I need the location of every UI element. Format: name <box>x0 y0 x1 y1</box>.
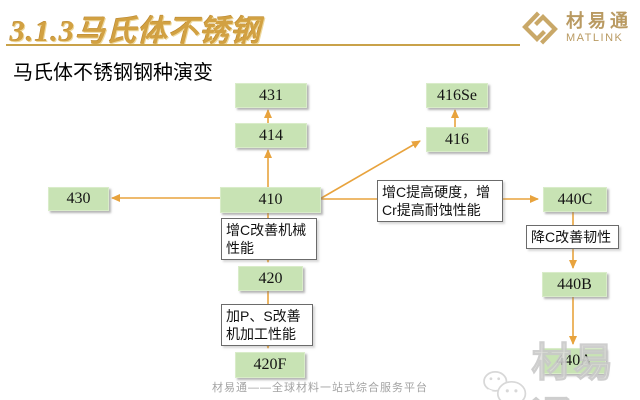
matlink-logo-icon <box>522 11 558 45</box>
label-add-p-s-machinability: 加P、S改善机加工性能 <box>221 304 313 346</box>
node-420f: 420F <box>235 352 305 378</box>
logo-subtext: MATLINK <box>566 32 624 44</box>
watermark-text: 材易通 <box>531 341 616 400</box>
wechat-icon <box>483 371 527 400</box>
node-410: 410 <box>220 187 321 213</box>
logo-text: 材易通 MATLINK <box>566 12 632 44</box>
label-increase-c-mechanical: 增C改善机械性能 <box>221 218 317 260</box>
node-416: 416 <box>426 127 488 152</box>
page-title: 3.1.3马氏体不锈钢 <box>10 15 261 48</box>
watermark: 材易通 <box>478 336 640 400</box>
diagram-title: 马氏体不锈钢钢种演变 <box>13 62 213 84</box>
node-430: 430 <box>48 187 109 211</box>
logo-name: 材易通 <box>566 11 632 31</box>
node-440b: 440B <box>542 272 607 297</box>
matlink-logo: 材易通 MATLINK <box>520 8 632 48</box>
node-416se: 416Se <box>426 83 488 108</box>
label-decrease-c-toughness: 降C改善韧性 <box>526 225 619 249</box>
node-440a: 440A <box>542 348 606 374</box>
title-underline <box>6 44 520 46</box>
node-420: 420 <box>238 266 303 291</box>
node-431: 431 <box>235 83 307 108</box>
node-440c: 440C <box>543 187 607 212</box>
node-414: 414 <box>235 123 307 148</box>
label-increase-c-cr-corrosion: 增C提高硬度，增Cr提高耐蚀性能 <box>377 180 503 222</box>
footer-text: 材易通——全球材料一站式综合服务平台 <box>212 382 428 394</box>
